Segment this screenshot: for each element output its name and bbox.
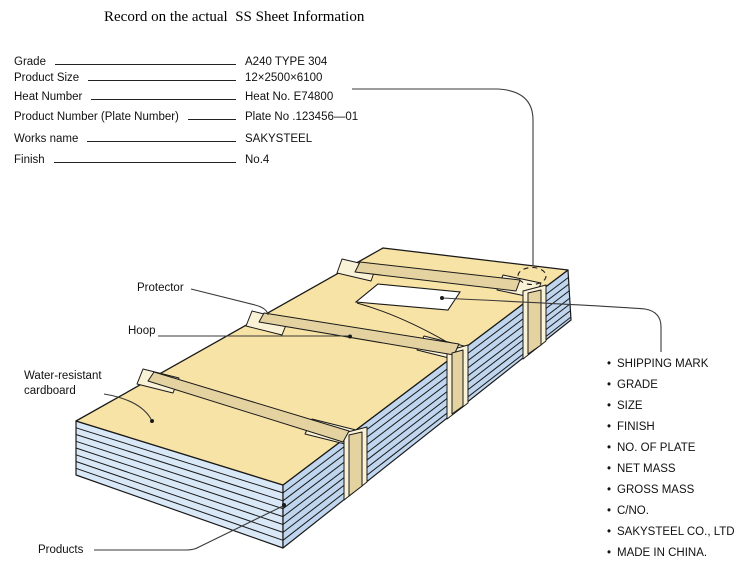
bullet-icon: •: [607, 463, 612, 475]
water-resistant-cardboard-label: Water-resistant cardboard: [24, 370, 102, 397]
field-label: Product Number (Plate Number): [14, 111, 179, 123]
hoop-band-2-drop: [451, 349, 464, 415]
bullet-icon: •: [607, 421, 612, 433]
bullet-icon: •: [607, 400, 612, 412]
field-leader-line: [88, 71, 236, 81]
bullet-icon: •: [607, 484, 612, 496]
field-label: Works name: [14, 133, 79, 145]
bullet-icon: •: [607, 358, 612, 370]
bullet-icon: •: [607, 505, 612, 517]
bullet-icon: •: [607, 526, 612, 538]
list-item: • GROSS MASS: [607, 483, 735, 504]
list-item: • NET MASS: [607, 462, 735, 483]
field-row-finish: Finish No.4: [14, 153, 444, 167]
list-item: • SIZE: [607, 399, 735, 420]
field-value: Plate No .123456—01: [245, 111, 359, 123]
field-leader-line: [54, 55, 236, 65]
leader-lines: [94, 88, 662, 551]
list-item-text: C/NO.: [617, 505, 649, 517]
heat-stamp-circle: [517, 266, 547, 286]
hoop-label: Hoop: [128, 325, 156, 337]
field-leader-line: [87, 132, 236, 142]
list-item: • SHIPPING MARK: [607, 357, 735, 378]
field-label: Grade: [14, 56, 46, 68]
shipping-mark-label: [354, 283, 461, 311]
field-value: Heat No. E74800: [245, 91, 334, 103]
products-label: Products: [38, 544, 84, 556]
list-item: • FINISH: [607, 420, 735, 441]
list-item: • SAKYSTEEL CO., LTD: [607, 525, 735, 546]
field-row-heat-number: Heat Number Heat No. E74800: [14, 90, 444, 104]
leader-shipping-mark: [441, 297, 662, 352]
list-item-text: MADE IN CHINA.: [617, 547, 708, 559]
field-label: Finish: [14, 154, 45, 166]
leader-dots: [150, 296, 444, 507]
field-label: Product Size: [14, 72, 80, 84]
hoop-band-3-drop: [527, 289, 542, 355]
leader-cardboard: [103, 393, 152, 420]
protector-label: Protector: [137, 282, 184, 294]
field-row-product-number: Product Number (Plate Number) Plate No .…: [14, 110, 444, 124]
bullet-icon: •: [607, 379, 612, 391]
list-item-text: FINISH: [617, 421, 655, 433]
field-row-works-name: Works name SAKYSTEEL: [14, 132, 444, 146]
leader-products: [94, 505, 284, 551]
bullet-icon: •: [607, 442, 612, 454]
list-item: • C/NO.: [607, 504, 735, 525]
hoop-band-1-drop: [348, 431, 363, 497]
leader-protector: [190, 288, 269, 316]
field-value: SAKYSTEEL: [245, 133, 313, 145]
hoop-band-3: [354, 261, 521, 292]
list-item: • NO. OF PLATE: [607, 441, 735, 462]
hoop-band-1: [147, 371, 350, 443]
page-title: Record on the actual SS Sheet Informatio…: [104, 9, 365, 25]
field-value: No.4: [245, 154, 270, 166]
list-item-text: GROSS MASS: [617, 484, 695, 496]
list-item: • MADE IN CHINA.: [607, 546, 735, 567]
sheet-layer-lines: [75, 276, 572, 541]
bullet-icon: •: [607, 547, 612, 559]
list-item-text: SIZE: [617, 400, 643, 412]
field-row-grade: Grade A240 TYPE 304: [14, 55, 444, 69]
shipping-mark-list: • SHIPPING MARK • GRADE • SIZE • FINISH …: [607, 357, 735, 567]
field-value: 12×2500×6100: [245, 72, 323, 84]
list-item-text: NET MASS: [617, 463, 676, 475]
list-item-text: NO. OF PLATE: [617, 442, 696, 454]
field-row-product-size: Product Size 12×2500×6100: [14, 71, 444, 85]
field-leader-line: [53, 153, 236, 163]
list-item-text: SAKYSTEEL CO., LTD: [617, 526, 735, 538]
list-item-text: GRADE: [617, 379, 658, 391]
list-item: • GRADE: [607, 378, 735, 399]
field-leader-line: [91, 90, 236, 100]
field-label: Heat Number: [14, 91, 83, 103]
field-value: A240 TYPE 304: [245, 56, 328, 68]
leader-heat-number: [352, 88, 534, 266]
field-leader-line: [187, 110, 236, 120]
label-corner-curve: [356, 302, 448, 343]
list-item-text: SHIPPING MARK: [617, 358, 709, 370]
